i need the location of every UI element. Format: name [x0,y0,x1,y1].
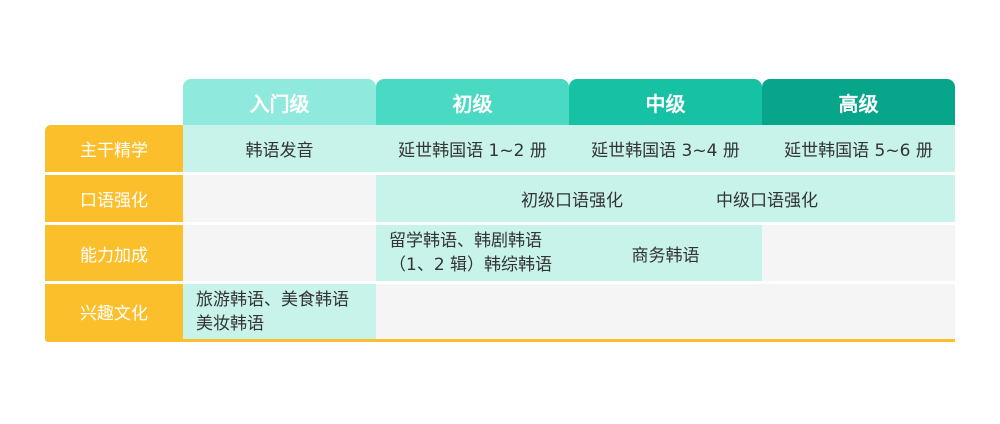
cell-core-intermediate: 延世韩国语 3~4 册 [569,125,762,172]
cell-oral-span [376,175,955,222]
header-beginner: 初级 [376,79,569,125]
row-label-interest: 兴趣文化 [45,284,183,339]
cell-interest-rest-empty [376,284,955,339]
ability-line-2: （1、2 辑）韩综韩语 [389,255,553,275]
row-divider [45,222,955,225]
row-label-core: 主干精学 [45,125,183,172]
cell-core-entry: 韩语发音 [183,125,376,172]
cell-oral-entry-empty [183,175,376,222]
cell-ability-entry-empty [183,225,376,281]
cell-core-beginner: 延世韩国语 1~2 册 [376,125,569,172]
interest-line-2: 美妆韩语 [196,313,264,334]
cell-core-advanced: 延世韩国语 5~6 册 [762,125,955,172]
table-bottom-border [45,339,955,342]
row-divider [45,281,955,284]
ability-line-1: 留学韩语、韩剧韩语 [389,231,542,251]
header-intermediate: 中级 [569,79,762,125]
interest-line-1: 旅游韩语、美食韩语 [196,289,349,310]
header-advanced: 高级 [762,79,955,125]
cell-interest-entry: 旅游韩语、美食韩语 美妆韩语 [183,284,376,339]
cell-ability-intermediate: 商务韩语 [569,225,762,281]
cell-oral-beginner: 初级口语强化 [521,191,623,211]
row-divider [45,172,955,175]
header-entry-level: 入门级 [183,79,376,125]
cell-ability-advanced-empty [762,225,955,281]
row-label-ability: 能力加成 [45,225,183,281]
cell-oral-intermediate: 中级口语强化 [716,191,818,211]
row-label-oral: 口语强化 [45,175,183,222]
cell-ability-beginner: 留学韩语、韩剧韩语 （1、2 辑）韩综韩语 [376,225,569,281]
